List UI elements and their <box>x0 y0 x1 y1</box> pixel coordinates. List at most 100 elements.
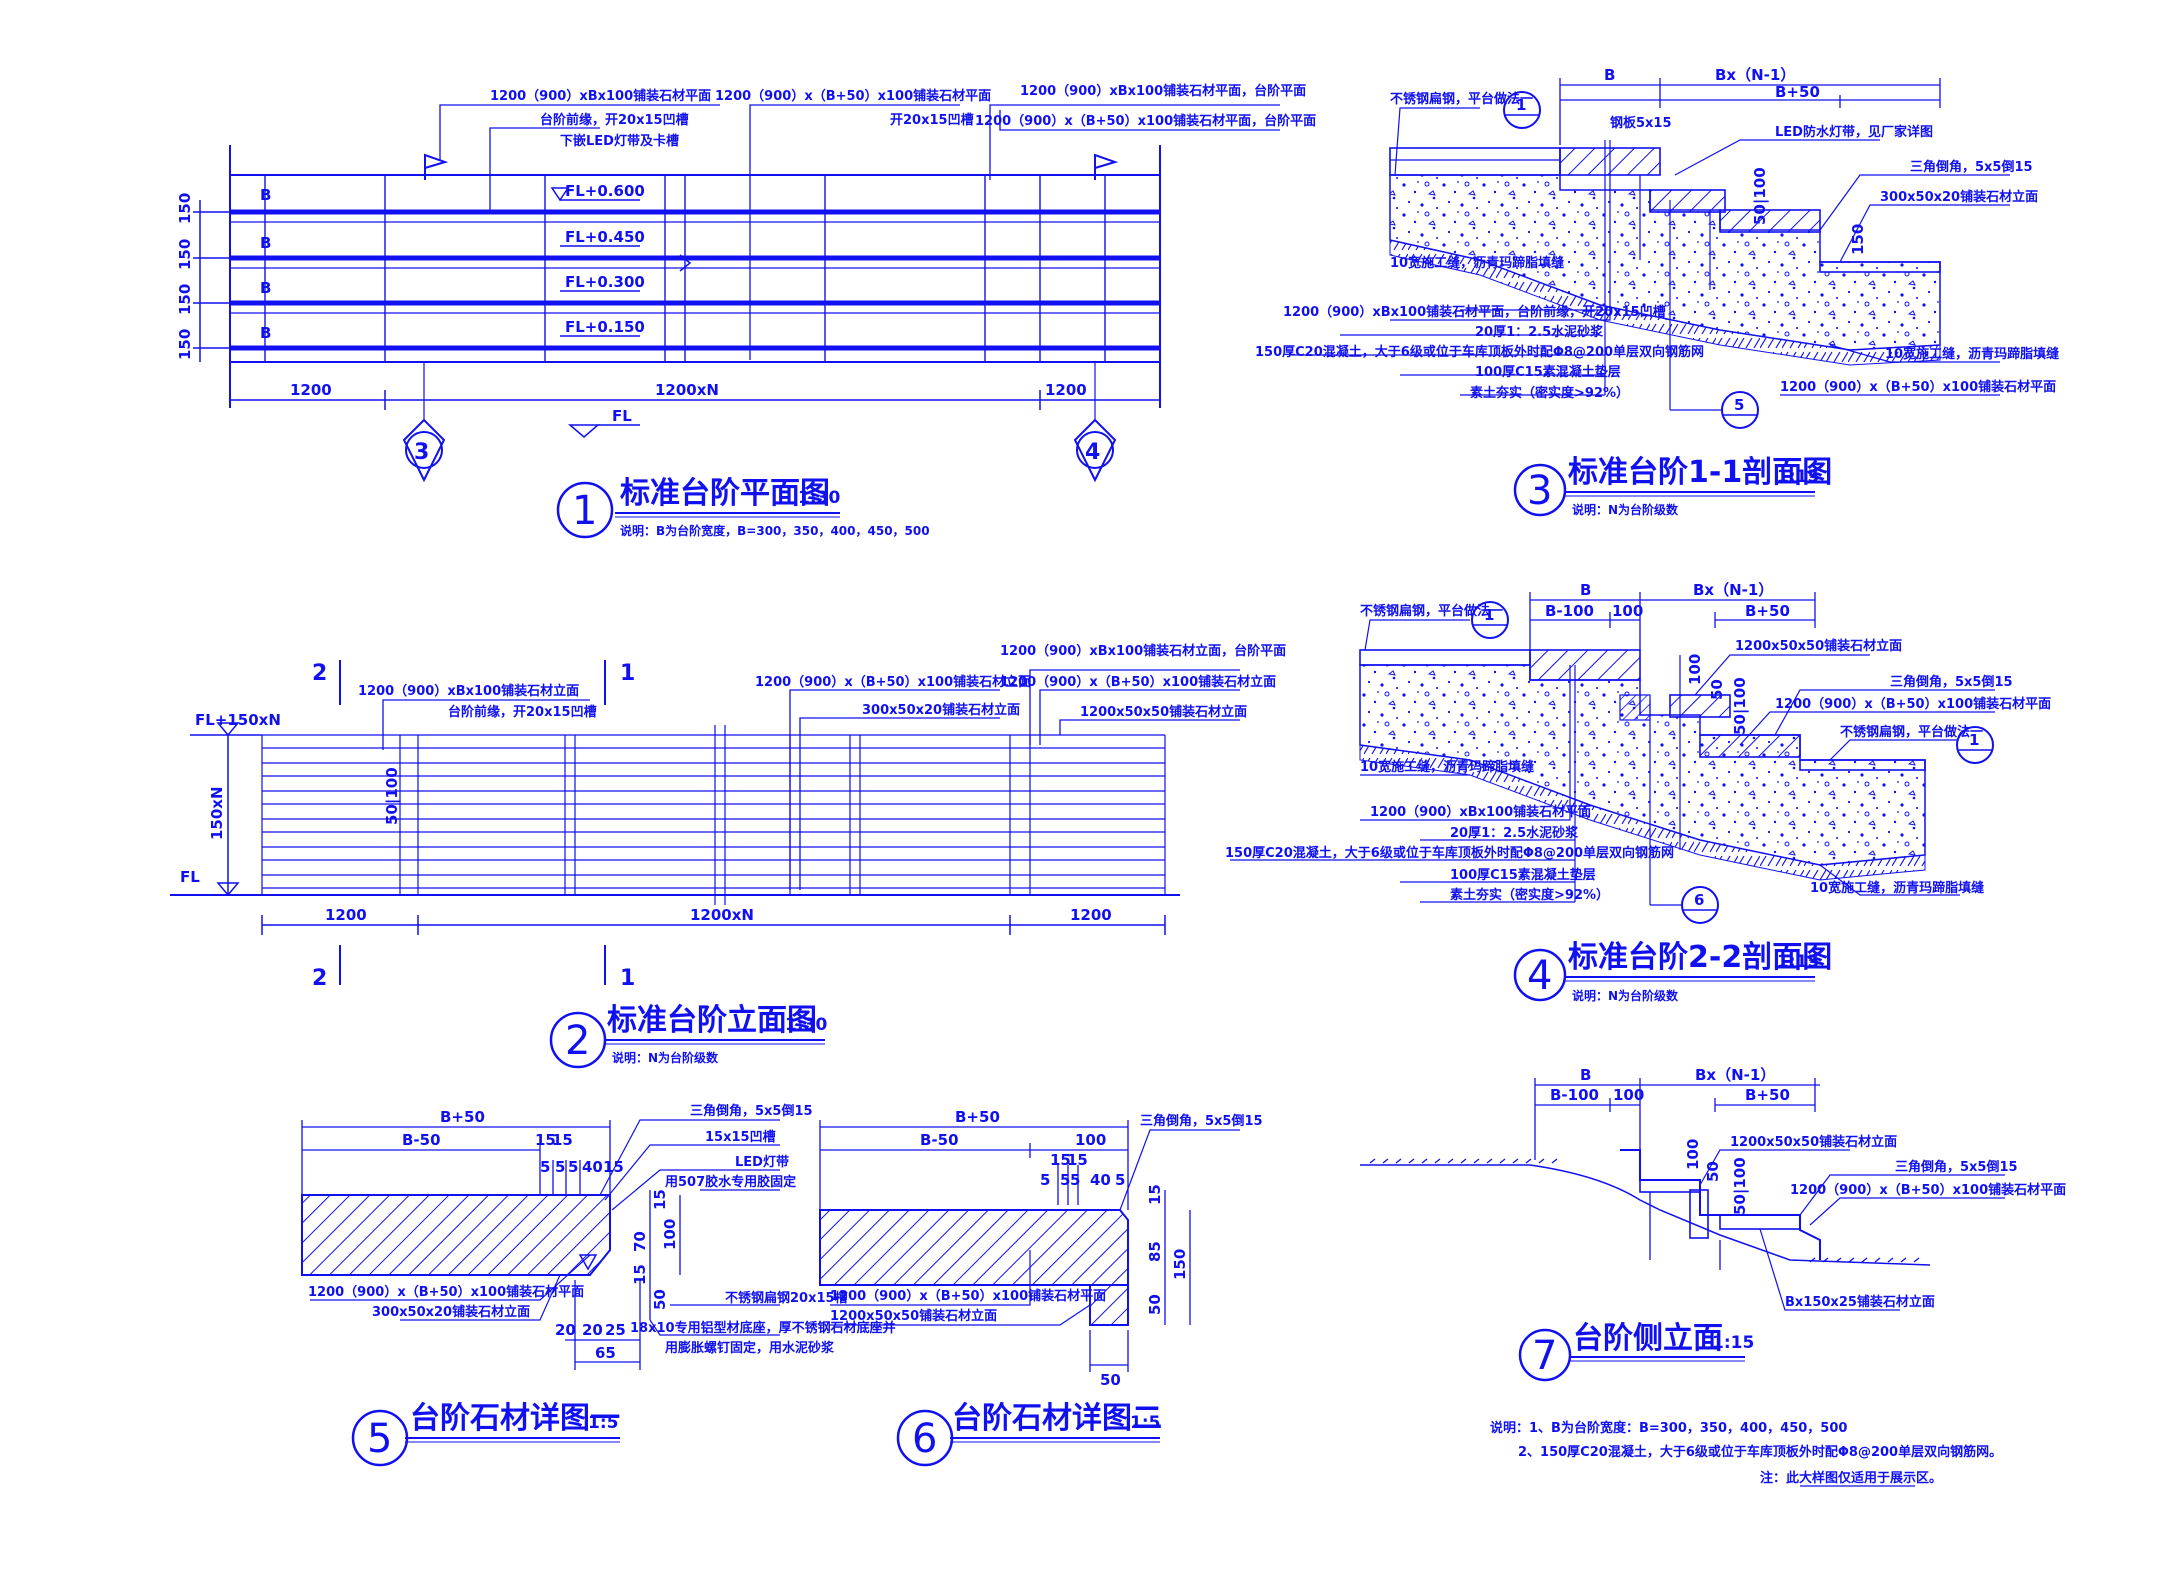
det5-dim-bottom-20b: 20 <box>582 1321 603 1339</box>
side-dim-100v: 100 <box>1684 1139 1702 1170</box>
det6-label-1: 三角倒角，5x5倒15 <box>1140 1113 1263 1129</box>
sec2-label-r-5: 10宽施工缝，沥青玛蹄脂填缝 <box>1810 880 1984 896</box>
stone-detail-2-drawing: B+50 B-50 100 15 15 5 5 5 40 5 15 85 50 … <box>819 1108 1263 1467</box>
d3-scale: 1:15 <box>1777 467 1819 487</box>
det5-label-3: LED灯带 <box>735 1154 789 1170</box>
sec1-dim-b: B <box>1604 66 1615 84</box>
side-dim-50v: 50 <box>1704 1161 1722 1182</box>
det6-dim-bm50: B-50 <box>920 1131 959 1149</box>
sec2-marker-6: 6 <box>1694 891 1704 909</box>
sec1-label-r-4: 10宽施工缝，沥青玛蹄脂填缝 <box>1885 346 2059 362</box>
sec2-dim-b100: B-100 <box>1545 602 1594 620</box>
sec2-dim-b: B <box>1580 581 1591 599</box>
d6-title: 台阶石材详图二 <box>952 1401 1162 1436</box>
sec1-dim-b50: B+50 <box>1775 83 1820 101</box>
sec1-label-l-1: 不锈钢扁钢，平台做法一 <box>1390 91 1533 107</box>
sec1-dim-150: 150 <box>1849 224 1867 255</box>
sec2-dim-50v: 50 <box>1708 679 1726 700</box>
d4-number: 4 <box>1527 953 1552 999</box>
det5-label-4: 用507胶水专用胶固定 <box>664 1174 796 1190</box>
sec2-label-l-6: 100厚C15素混凝土垫层 <box>1450 867 1596 883</box>
det6-dim-15a: 15 <box>1050 1151 1071 1169</box>
d7-title: 台阶侧立面 <box>1573 1321 1723 1356</box>
sec1-label-l-6: 素土夯实（密实度>92%） <box>1470 385 1629 401</box>
plan-dim-bottom-3: 1200 <box>1045 381 1087 399</box>
det6-dim-side-150: 150 <box>1171 1249 1189 1280</box>
sec2-dim-bxn: Bx（N-1） <box>1693 581 1773 599</box>
d7-scale: 1:15 <box>1712 1333 1754 1353</box>
elev-dim-3: 1200 <box>1070 906 1112 924</box>
plan-step-b-3: B <box>260 279 271 297</box>
elev-section-2-top: 2 <box>312 661 327 686</box>
det6-dim-5b: 5 <box>1060 1171 1070 1189</box>
d1-note: 说明：B为台阶宽度，B=300，350，400，450，500 <box>620 523 930 538</box>
det5-label-1: 三角倒角，5x5倒15 <box>690 1103 813 1119</box>
d4-title: 标准台阶2-2剖面图 <box>1568 940 1832 975</box>
d1-number: 1 <box>572 488 597 534</box>
plan-level-2: FL+0.450 <box>565 228 645 246</box>
stone-detail-1-drawing: B+50 B-50 15 15 5 5 5 40 15 15 70 100 15… <box>301 1103 896 1467</box>
det5-dim-5a: 5 <box>540 1158 550 1176</box>
det5-dim-bm50: B-50 <box>402 1131 441 1149</box>
elev-callout-1: 1200（900）xBx100铺装石材立面 <box>358 683 579 699</box>
elev-height: 150xN <box>208 786 226 840</box>
det5-label-5: 1200（900）x（B+50）x100铺装石材平面 <box>308 1284 584 1300</box>
side-label-4: Bx150x25铺装石材立面 <box>1785 1294 1935 1310</box>
plan-marker-4: 4 <box>1085 440 1100 465</box>
plan-marker-3: 3 <box>414 440 429 465</box>
d1-title: 标准台阶平面图 <box>620 476 830 511</box>
elev-riser-label: 50|100 <box>383 767 402 825</box>
plan-fl-label: FL <box>612 407 632 425</box>
elev-section-1-top: 1 <box>620 661 635 686</box>
sec2-label-l-2: 10宽施工缝，沥青玛蹄脂填缝 <box>1360 759 1534 775</box>
section-2-2-drawing: B B-100 100 Bx（N-1） B+50 100 50 50|100 1… <box>1225 581 2051 1003</box>
plan-level-1: FL+0.600 <box>565 182 645 200</box>
det5-dim-5c: 5 <box>568 1158 578 1176</box>
plan-callout-4: 1200（900）x（B+50）x100铺装石材平面 <box>715 88 991 104</box>
elev-callout-2: 台阶前缘，开20x15凹槽 <box>448 704 597 720</box>
det5-dim-15a: 15 <box>535 1131 556 1149</box>
side-dim-b: B <box>1580 1066 1591 1084</box>
det5-dim-bottom-65: 65 <box>595 1344 616 1362</box>
det5-label-2: 15x15凹槽 <box>705 1129 776 1145</box>
sec2-marker-1: 1 <box>1484 606 1494 624</box>
plan-step-b-1: B <box>260 186 271 204</box>
plan-callout-2: 台阶前缘，开20x15凹槽 <box>540 112 689 128</box>
det5-dim-side-15a: 15 <box>651 1189 669 1210</box>
d7-number: 7 <box>1532 1333 1557 1379</box>
det6-dim-bottom-50: 50 <box>1100 1371 1121 1389</box>
sec1-label-l-7: 10宽施工缝，沥青玛蹄脂填缝 <box>1390 255 1564 271</box>
sec1-label-r-3: 300x50x20铺装石材立面 <box>1880 189 2038 205</box>
d3-title: 标准台阶1-1剖面图 <box>1568 455 1832 490</box>
det5-label-6: 300x50x20铺装石材立面 <box>372 1304 530 1320</box>
side-dim-riser: 50|100 <box>1731 1157 1750 1215</box>
sec1-marker-5: 5 <box>1734 396 1744 414</box>
det5-dim-bottom-25: 25 <box>605 1321 626 1339</box>
plan-level-4: FL+0.150 <box>565 318 645 336</box>
side-dim-100: 100 <box>1613 1086 1644 1104</box>
elev-callout-6: 1200（900）x（B+50）x100铺装石材立面 <box>1000 674 1276 690</box>
sec2-label-l-3: 1200（900）xBx100铺装石材平面 <box>1370 804 1591 820</box>
plan-callout-3: 下嵌LED灯带及卡槽 <box>560 133 679 149</box>
sec1-dim-bxn: Bx（N-1） <box>1715 66 1795 84</box>
sec1-label-plate: 钢板5x15 <box>1610 115 1672 131</box>
sec2-label-l-4: 20厚1：2.5水泥砂浆 <box>1450 825 1579 841</box>
d1-scale: 1:30 <box>798 488 840 508</box>
det6-label-2: 1200（900）x（B+50）x100铺装石材平面 <box>830 1288 1106 1304</box>
sec2-label-l-5: 150厚C20混凝土，大于6级或位于车库顶板外时配Φ8@200单层双向钢筋网 <box>1225 845 1674 861</box>
sec1-dim-riser: 50|100 <box>1751 167 1770 225</box>
sec2-label-l-7: 素土夯实（密实度>92%） <box>1450 887 1609 903</box>
plan-callout-5: 开20x15凹槽 <box>890 112 974 128</box>
sec2-dim-riser: 50|100 <box>1731 677 1750 735</box>
det6-dim-side-50: 50 <box>1146 1294 1164 1315</box>
d2-note: 说明：N为台阶级数 <box>612 1050 719 1065</box>
sec1-label-l-4: 150厚C20混凝土，大于6级或位于车库顶板外时配Φ8@200单层双向钢筋网 <box>1255 344 1704 360</box>
side-dim-bxn: Bx（N-1） <box>1695 1066 1775 1084</box>
sec2-label-r-2: 三角倒角，5x5倒15 <box>1890 674 2013 690</box>
elev-callout-4: 300x50x20铺装石材立面 <box>862 702 1020 718</box>
det5-dim-5b: 5 <box>555 1158 565 1176</box>
plan-callout-7: 1200（900）x（B+50）x100铺装石材平面，台阶平面 <box>975 113 1316 129</box>
plan-callout-1: 1200（900）xBx100铺装石材平面 <box>490 88 711 104</box>
det5-dim-b50: B+50 <box>440 1108 485 1126</box>
d5-scale: 1:5 <box>588 1413 618 1433</box>
